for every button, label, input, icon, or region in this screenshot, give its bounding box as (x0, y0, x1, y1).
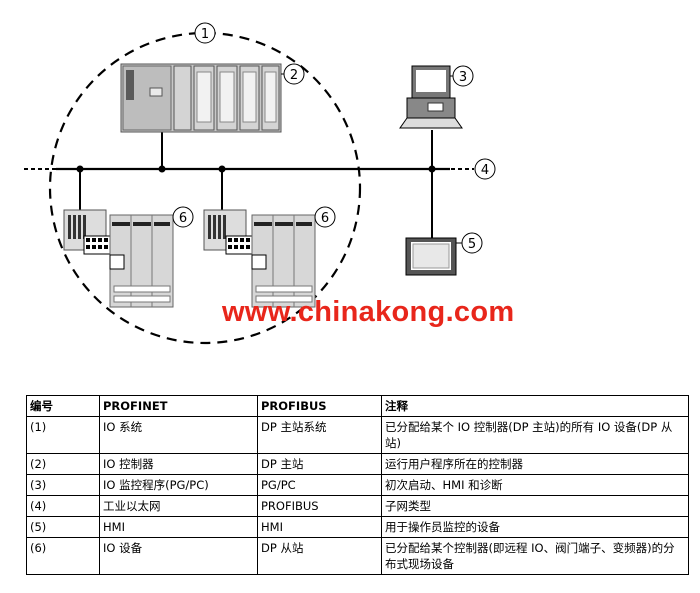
cell-notes: 已分配给某个 IO 控制器(DP 主站)的所有 IO 设备(DP 从站) (381, 416, 689, 454)
cell-profinet: IO 设备 (99, 537, 258, 575)
cell-profibus: PROFIBUS (257, 495, 382, 517)
callout-6-right: 6 (314, 206, 336, 228)
cell-profibus: PG/PC (257, 474, 382, 496)
cell-number: (3) (26, 474, 100, 496)
io-system-boundary (48, 31, 362, 345)
network-diagram: 1 2 3 4 5 6 6 (24, 22, 496, 345)
cell-profinet: IO 系统 (99, 416, 258, 454)
svg-text:3: 3 (459, 70, 467, 85)
table-header-row: 编号 PROFINET PROFIBUS 注释 (26, 395, 689, 417)
callout-5: 5 (456, 232, 483, 254)
hmi-device (405, 237, 457, 276)
legend-table: 编号 PROFINET PROFIBUS 注释 (1) IO 系统 DP 主站系… (26, 395, 689, 575)
table-row: (4) 工业以太网 PROFIBUS 子网类型 (26, 495, 689, 517)
svg-text:1: 1 (201, 27, 209, 42)
cell-number: (4) (26, 495, 100, 517)
table-row: (6) IO 设备 DP 从站 已分配给某个控制器(即远程 IO、阀门端子、变频… (26, 537, 689, 575)
table-row: (2) IO 控制器 DP 主站 运行用户程序所在的控制器 (26, 453, 689, 475)
io-controller-device (120, 63, 282, 133)
cell-profinet: HMI (99, 516, 258, 538)
table-row: (5) HMI HMI 用于操作员监控的设备 (26, 516, 689, 538)
table-row: (3) IO 监控程序(PG/PC) PG/PC 初次启动、HMI 和诊断 (26, 474, 689, 496)
callout-6-left: 6 (172, 206, 194, 228)
watermark-url: www.chinakong.com (222, 296, 515, 328)
callout-1: 1 (194, 22, 216, 44)
cell-profibus: DP 主站 (257, 453, 382, 475)
io-device-right (203, 209, 316, 308)
cell-profinet: IO 监控程序(PG/PC) (99, 474, 258, 496)
cell-profibus: DP 从站 (257, 537, 382, 575)
column-header-number: 编号 (26, 395, 100, 417)
cell-notes: 运行用户程序所在的控制器 (381, 453, 689, 475)
cell-profinet: IO 控制器 (99, 453, 258, 475)
io-device-left (63, 209, 174, 308)
cell-notes: 已分配给某个控制器(即远程 IO、阀门端子、变频器)的分布式现场设备 (381, 537, 689, 575)
column-header-profibus: PROFIBUS (257, 395, 382, 417)
column-header-profinet: PROFINET (99, 395, 258, 417)
callout-2: 2 (281, 63, 305, 85)
table-row: (1) IO 系统 DP 主站系统 已分配给某个 IO 控制器(DP 主站)的所… (26, 416, 689, 454)
svg-text:4: 4 (481, 163, 489, 178)
cell-profinet: 工业以太网 (99, 495, 258, 517)
callout-4: 4 (474, 158, 496, 180)
cell-number: (5) (26, 516, 100, 538)
cell-notes: 初次启动、HMI 和诊断 (381, 474, 689, 496)
cell-profibus: DP 主站系统 (257, 416, 382, 454)
svg-text:2: 2 (290, 68, 298, 83)
cell-number: (2) (26, 453, 100, 475)
cell-notes: 用于操作员监控的设备 (381, 516, 689, 538)
svg-text:6: 6 (179, 211, 187, 226)
cell-number: (1) (26, 416, 100, 454)
callout-3: 3 (450, 65, 474, 87)
pg-pc-device (399, 65, 463, 129)
svg-text:6: 6 (321, 211, 329, 226)
cell-notes: 子网类型 (381, 495, 689, 517)
svg-text:5: 5 (468, 237, 476, 252)
cell-number: (6) (26, 537, 100, 575)
cell-profibus: HMI (257, 516, 382, 538)
column-header-notes: 注释 (381, 395, 689, 417)
